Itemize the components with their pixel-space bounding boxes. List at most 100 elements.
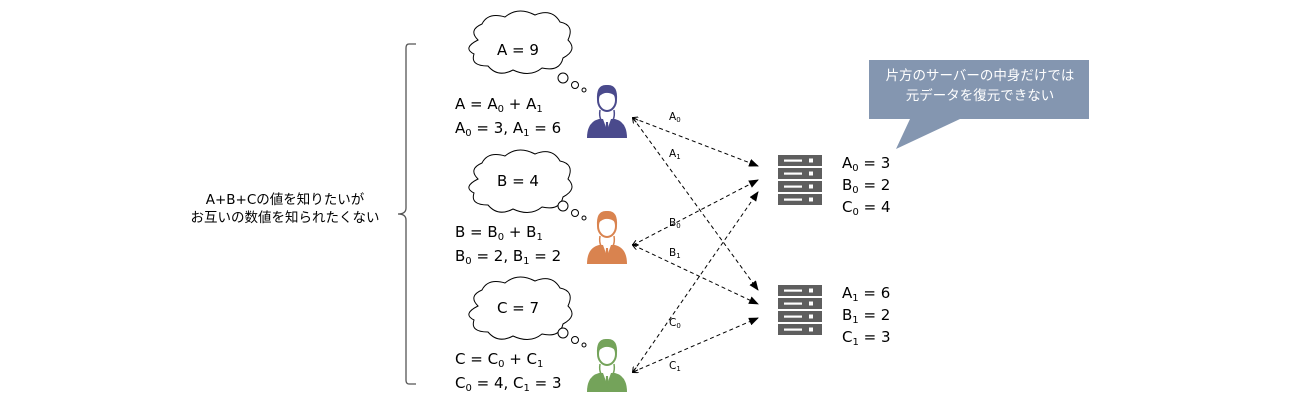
edge-label-text: C [669,317,677,329]
person-hair [596,338,618,354]
edges [633,118,758,372]
subscript: 0 [852,207,859,218]
subscript: 1 [852,315,859,326]
edge-label-c0: C0 [669,317,681,330]
subscript: 1 [676,252,681,260]
split-text: A = A [455,95,498,113]
value-text: = 2 [858,176,891,194]
server-icon [778,285,822,335]
value-text: = 6 [858,284,891,302]
goal-text: A+B+Cの値を知りたいが お互いの数値を知られたくない [150,191,420,227]
share-text: = 3 [529,374,562,392]
person-neck [598,235,616,247]
subscript: 0 [676,322,681,330]
server-1-values: A1 = 6 B1 = 2 C1 = 3 [842,285,891,351]
subscript: 1 [536,104,543,115]
share-text: = 2, B [471,247,524,265]
person-icon [587,210,627,264]
server-icon [778,155,822,205]
server-slot [784,198,802,201]
value-name: C [842,328,853,346]
split-text: B = B [455,223,498,241]
split-text: C = C [455,350,499,368]
subscript: 0 [676,222,681,230]
edge-arrow [633,317,758,372]
server-0-values: A0 = 3 B0 = 2 C0 = 4 [842,155,891,221]
value-name: A [842,284,853,302]
server-led [809,197,813,202]
server-value: B0 = 2 [842,177,891,199]
subscript: 0 [465,128,472,139]
value-name: B [842,306,853,324]
split-text: + A [504,95,537,113]
person-hair [596,84,618,100]
person-tie [605,122,609,134]
server-led [809,327,813,332]
server-value: C0 = 4 [842,199,891,221]
edge-label-text: A [669,148,677,160]
server-slot [784,172,802,175]
subscript: 0 [465,383,472,394]
edge-label-b0: B0 [669,217,681,230]
subscript: 1 [852,337,859,348]
share-text: = 4, C [471,374,524,392]
thought-c: C = 7 [496,299,540,317]
server-value: A1 = 6 [842,285,891,307]
share-text: A [455,119,466,137]
subscript: 1 [523,256,530,267]
subscript: 0 [497,104,505,115]
subscript: 1 [536,232,543,243]
server-led [809,158,813,163]
callout-line-2: 元データを復元できない [905,88,1055,104]
server-slot [784,315,802,318]
person-icon [587,338,627,392]
edge-label-text: B [669,217,677,229]
value-text: = 4 [858,198,891,216]
callout-bubble [869,60,1089,149]
server-value: B1 = 2 [842,307,891,329]
value-name: C [842,198,853,216]
thought-cloud-b [468,149,587,221]
edge-arrow [633,245,758,305]
server-led [809,301,813,306]
goal-line-1: A+B+Cの値を知りたいが [205,192,365,208]
subscript: 1 [676,365,681,373]
server-led [809,184,813,189]
share-text: = 2 [529,247,562,265]
thought-cloud-c [468,276,587,348]
thought-a: A = 9 [497,41,539,59]
value-text: = 3 [858,328,891,346]
share-text: = 3, A [471,119,524,137]
server-value: C1 = 3 [842,329,891,351]
share-text: B [455,247,466,265]
server-slot [784,185,802,188]
thought-b: B = 4 [497,172,539,190]
person-tie [605,248,609,260]
edge-label-text: B [669,247,677,259]
share-text: = 6 [529,119,562,137]
subscript: 0 [852,185,859,196]
edge-arrow [633,192,758,372]
goal-line-2: お互いの数値を知られたくない [190,210,380,226]
subscript: 1 [676,153,681,161]
server-slot [784,302,802,305]
edge-arrow [633,118,758,290]
split-formula-c: C = C0 + C1 C0 = 4, C1 = 3 [455,350,562,398]
server-led [809,288,813,293]
subscript: 1 [523,383,530,394]
person-neck [598,109,616,121]
callout-text: 片方のサーバーの中身だけでは 元データを復元できない [870,66,1090,106]
curly-brace [397,43,416,385]
edge-label-c1: C1 [669,360,681,373]
edge-label-a1: A1 [669,148,681,161]
server-slot [784,328,802,331]
value-text: = 3 [858,154,891,172]
edge-arrow [633,180,758,245]
server-slot [784,289,802,292]
share-text: C [455,374,466,392]
subscript: 0 [852,163,859,174]
server-slot [784,159,802,162]
person-icon [587,84,627,138]
split-formula-b: B = B0 + B1 B0 = 2, B1 = 2 [455,223,561,271]
